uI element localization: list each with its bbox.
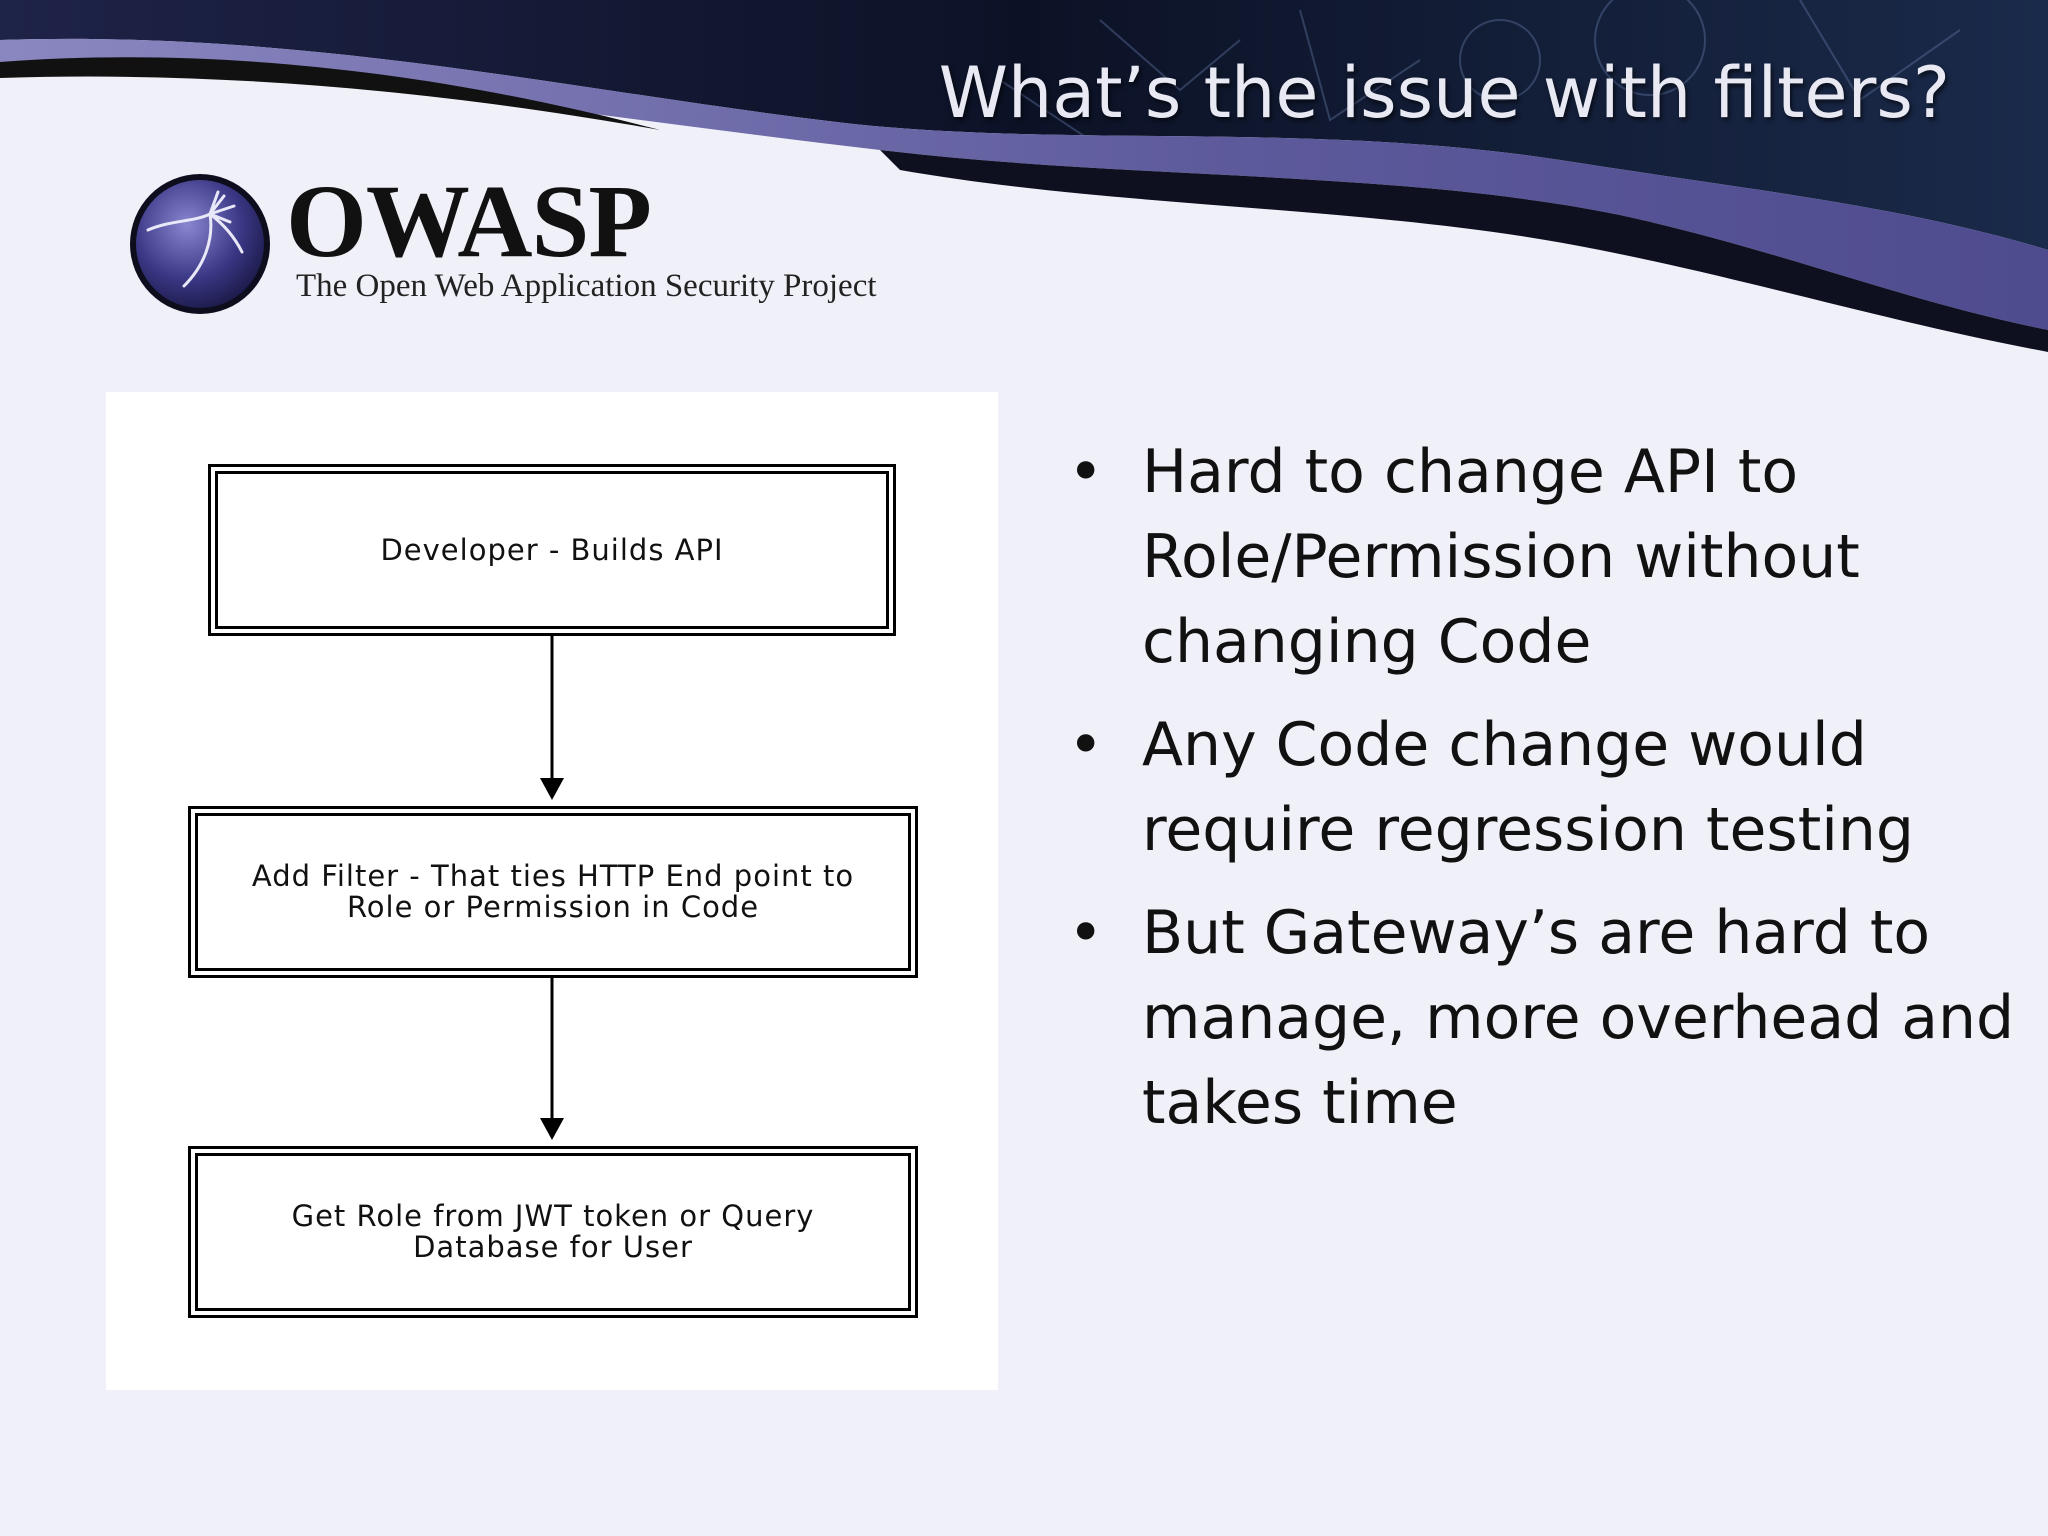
slide-title: What’s the issue with filters?	[938, 52, 1950, 134]
flow-step-label: Developer - Builds API	[380, 532, 724, 567]
header-wave-banner	[0, 0, 2048, 352]
bullet-icon: •	[1068, 710, 1104, 780]
bullet-list: • Hard to change API to Role/Permission …	[1060, 430, 2020, 1164]
logo-wordmark: OWASP	[286, 164, 652, 279]
bullet-text: Any Code change would require regression…	[1142, 710, 1915, 865]
flow-step-get-role: Get Role from JWT token or Query Databas…	[188, 1146, 918, 1318]
flow-step-label: Get Role from JWT token or Query Databas…	[291, 1199, 815, 1264]
bullet-text: But Gateway’s are hard to manage, more o…	[1142, 898, 2015, 1138]
flow-step-label: Add Filter - That ties HTTP End point to…	[251, 859, 855, 924]
connector-arrow-2-icon	[540, 1118, 564, 1140]
connector-arrow-1-icon	[540, 778, 564, 800]
logo-tagline: The Open Web Application Security Projec…	[296, 268, 877, 304]
owasp-globe-icon	[130, 174, 270, 314]
bullet-item: • But Gateway’s are hard to manage, more…	[1060, 891, 2020, 1146]
bullet-icon: •	[1068, 898, 1104, 968]
bullet-item: • Hard to change API to Role/Permission …	[1060, 430, 2020, 685]
flowchart-panel: Developer - Builds API Add Filter - That…	[106, 392, 998, 1390]
flow-step-developer-builds-api: Developer - Builds API	[208, 464, 896, 636]
owasp-logo: OWASP The Open Web Application Security …	[126, 170, 926, 330]
bullet-text: Hard to change API to Role/Permission wi…	[1142, 437, 1860, 677]
bullet-icon: •	[1068, 437, 1104, 507]
bullet-item: • Any Code change would require regressi…	[1060, 703, 2020, 873]
flowchart-connectors	[540, 636, 564, 1140]
flow-step-add-filter: Add Filter - That ties HTTP End point to…	[188, 806, 918, 978]
